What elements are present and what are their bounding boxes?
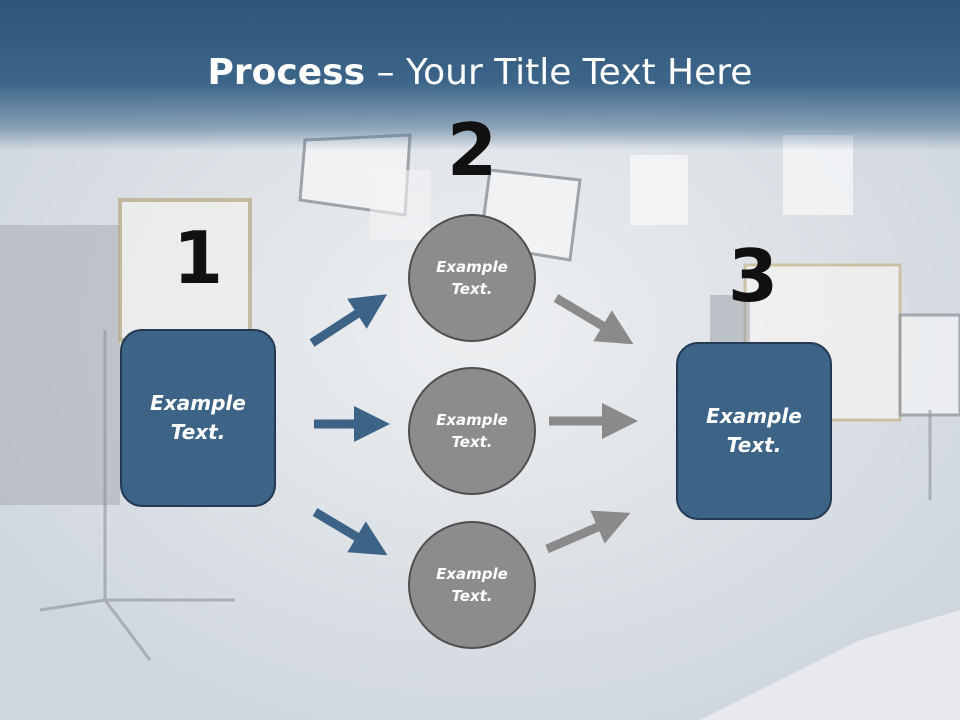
circle-top-line1: Example (436, 257, 508, 276)
step-number-2: 2 (446, 108, 498, 192)
circle-middle-line2: Text. (451, 433, 493, 451)
arrow-blue-up (309, 294, 388, 347)
title-bold: Process (207, 52, 366, 93)
arrow-gray-down (553, 294, 634, 345)
circle-middle-line1: Example (436, 410, 508, 429)
slide-title: Process – Your Title Text Here (0, 52, 960, 93)
step1-box-line1: Example (150, 391, 246, 415)
circle-bottom-line2: Text. (451, 587, 493, 605)
step3-box: Example Text. (676, 342, 832, 520)
circle-bottom-line1: Example (436, 564, 508, 583)
step-number-3: 3 (727, 234, 779, 318)
step2-circle-top: Example Text. (408, 214, 536, 342)
arrow-blue-down (312, 508, 388, 556)
step2-circle-bottom: Example Text. (408, 521, 536, 649)
step2-circle-middle: Example Text. (408, 367, 536, 495)
step1-box: Example Text. (120, 329, 276, 507)
circle-top-line2: Text. (451, 280, 493, 298)
step1-box-line2: Text. (170, 420, 226, 444)
step3-box-line2: Text. (726, 433, 782, 457)
step3-box-line1: Example (706, 404, 802, 428)
title-band (0, 0, 960, 150)
title-rest: – Your Title Text Here (365, 52, 753, 93)
step-number-1: 1 (172, 216, 224, 300)
arrow-gray-up (545, 510, 631, 554)
